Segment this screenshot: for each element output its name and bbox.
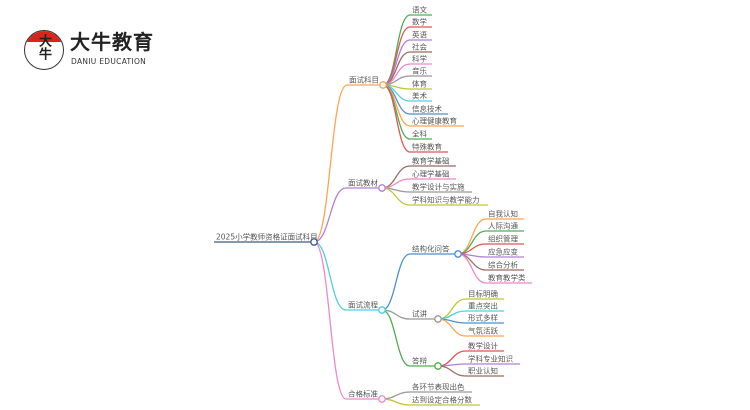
node-label: 全科: [412, 129, 427, 139]
node-label: 综合分析: [488, 260, 518, 270]
node-label: 职业认知: [468, 366, 498, 376]
node-label: 组织管理: [488, 234, 518, 244]
node-label: 重点突出: [468, 301, 498, 311]
connector: [313, 187, 347, 243]
connector: [313, 84, 348, 243]
node-label: 达到设定合格分数: [412, 395, 472, 405]
node-label: 教学设计与实施: [412, 182, 465, 192]
logo-name: 大牛教育: [70, 30, 154, 54]
node-label: 心理学基础: [412, 169, 450, 179]
node-label: 语文: [412, 5, 427, 15]
node-label: 目标明确: [468, 289, 498, 299]
node-label: 面试科目: [349, 75, 379, 85]
node-label: 学科专业知识: [468, 354, 513, 364]
connector: [382, 84, 411, 153]
node-dot[interactable]: [379, 81, 387, 89]
node-label: 教育教学类: [488, 273, 526, 283]
logo-subtitle: DANIU EDUCATION: [71, 57, 147, 66]
connector: [381, 391, 411, 400]
connector: [437, 365, 467, 377]
node-label: 应急应变: [488, 247, 518, 257]
connector: [381, 309, 411, 367]
connector: [457, 230, 487, 255]
logo-mark-text: 大牛: [36, 34, 51, 60]
node-label: 气氛活跃: [468, 326, 498, 336]
node-label: 2025小学教师资格证面试科目: [216, 232, 318, 242]
connector: [313, 241, 347, 311]
node-dot[interactable]: [378, 395, 386, 403]
connector: [381, 398, 411, 406]
node-label: 面试教材: [348, 178, 378, 188]
node-label: 教学设计: [468, 341, 498, 351]
node-label: 体育: [412, 79, 427, 89]
node-label: 数学: [412, 17, 427, 27]
node-label: 合格标准: [348, 389, 378, 399]
node-label: 心理健康教育: [412, 116, 457, 126]
node-label: 信息技术: [412, 104, 442, 114]
node-dot[interactable]: [434, 362, 442, 370]
connector: [457, 253, 487, 284]
node-label: 美术: [412, 91, 427, 101]
node-dot[interactable]: [378, 184, 386, 192]
node-dot[interactable]: [434, 315, 442, 323]
connector: [381, 253, 411, 311]
brand-logo: 大牛 大牛教育 DANIU EDUCATION: [22, 28, 154, 72]
node-label: 面试流程: [348, 300, 378, 310]
node-dot[interactable]: [378, 306, 386, 314]
node-label: 试讲: [412, 309, 427, 319]
node-dot[interactable]: [310, 238, 318, 246]
node-label: 英语: [412, 30, 427, 40]
node-dot[interactable]: [454, 250, 462, 258]
node-label: 学科知识与教学能力: [412, 195, 480, 205]
logo-mark: 大牛: [24, 30, 64, 70]
node-label: 自我认知: [488, 209, 518, 219]
connector: [313, 241, 347, 400]
node-label: 形式多样: [468, 313, 498, 323]
node-label: 答辩: [412, 356, 427, 366]
connector: [381, 165, 411, 189]
node-label: 社会: [412, 42, 427, 52]
connector: [437, 298, 467, 320]
node-label: 教育学基础: [412, 156, 450, 166]
node-label: 特殊教育: [412, 142, 442, 152]
node-label: 人际沟通: [488, 221, 518, 231]
node-label: 科学: [412, 54, 427, 64]
node-label: 结构化问答: [412, 244, 450, 254]
node-label: 各环节表现出色: [412, 382, 465, 392]
node-label: 音乐: [412, 66, 427, 76]
